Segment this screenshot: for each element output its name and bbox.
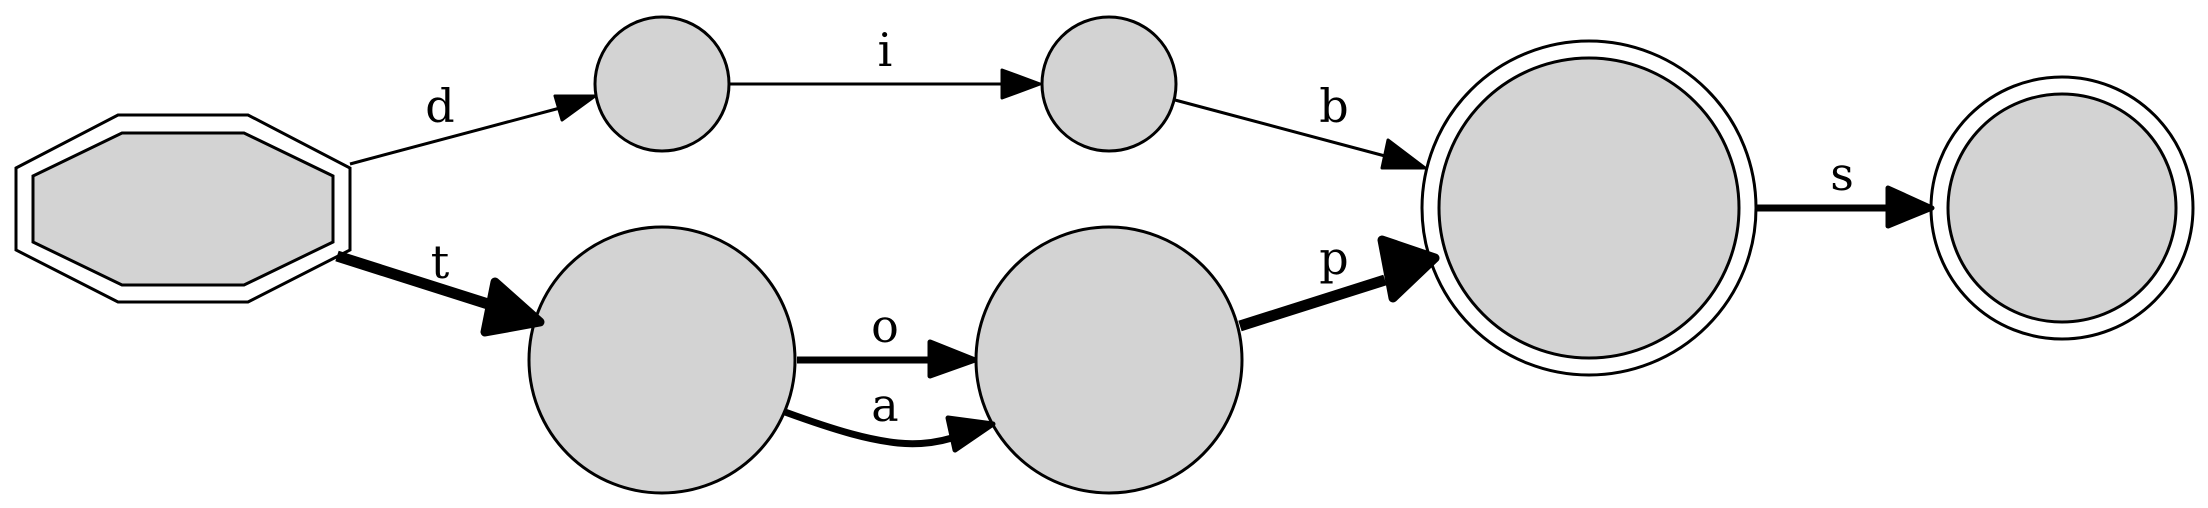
edge-label-a: a — [871, 378, 898, 432]
edge-label-d: d — [425, 79, 454, 133]
edge-a: a — [783, 378, 996, 453]
state-node-1 — [593, 15, 731, 153]
edge-b: b — [1174, 79, 1427, 170]
state-node-3 — [527, 225, 797, 495]
accepting-node-1 — [1420, 39, 1758, 377]
edge-i: i — [730, 23, 1042, 100]
edge-label-t: t — [431, 235, 450, 289]
state-node-2 — [1040, 15, 1178, 153]
edge-label-p: p — [1319, 231, 1348, 285]
state-node-4 — [974, 225, 1244, 495]
edge-o: o — [797, 299, 978, 379]
edge-label-b: b — [1319, 79, 1348, 133]
edge-d: d — [349, 79, 597, 166]
edge-s: s — [1756, 147, 1935, 229]
edge-p: p — [1238, 231, 1440, 332]
edge-label-s: s — [1830, 147, 1854, 201]
start-node — [14, 113, 352, 304]
edge-label-o: o — [871, 299, 899, 353]
edge-label-i: i — [878, 23, 893, 77]
edge-t: t — [335, 235, 545, 337]
accepting-node-2 — [1929, 75, 2195, 341]
